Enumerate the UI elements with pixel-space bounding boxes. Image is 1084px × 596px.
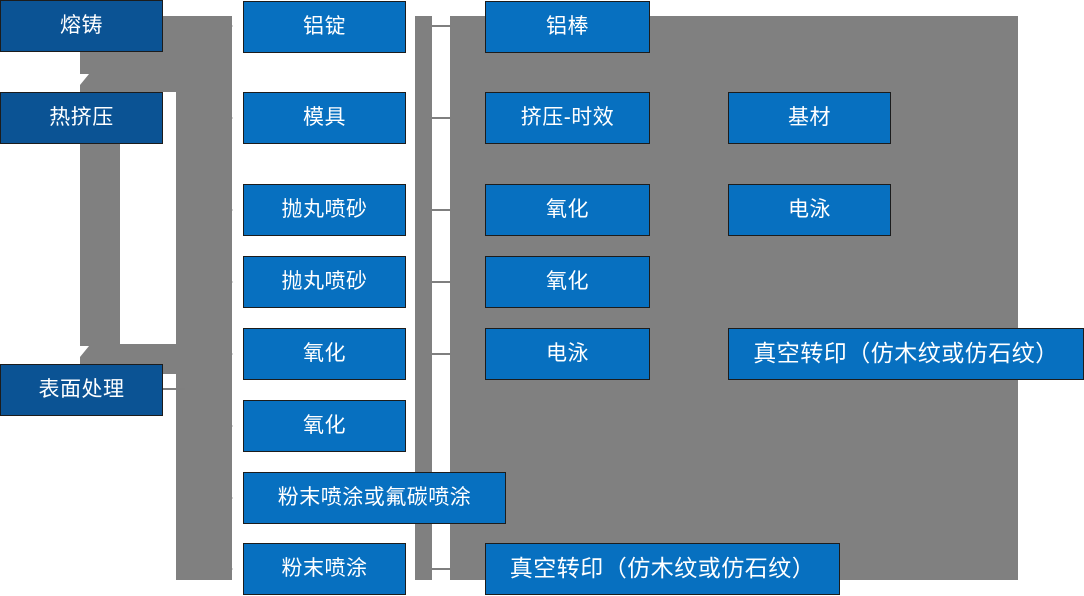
fan-arrow-7	[222, 491, 233, 505]
left-trunk-vertical	[176, 16, 232, 580]
input-box-aluminum-ingot[interactable]: 铝锭	[243, 1, 406, 53]
process-box-electrophoresis[interactable]: 电泳	[485, 328, 650, 380]
fan-arrow-4	[222, 275, 233, 289]
input-box-powder-coating[interactable]: 粉末喷涂	[243, 543, 406, 595]
output-box-vacuum-transfer-printing[interactable]: 真空转印（仿木纹或仿石纹）	[728, 328, 1084, 380]
output-arrow-electrophoresis	[706, 204, 715, 216]
input-box-oxidation-2[interactable]: 氧化	[243, 400, 406, 452]
surface-treatment-stub	[163, 388, 185, 390]
fan-arrow-2	[222, 111, 233, 125]
mid-tick-3	[432, 209, 451, 211]
fan-arrow-6	[222, 419, 233, 433]
input-box-powder-or-fluorocarbon-coating[interactable]: 粉末喷涂或氟碳喷涂	[243, 472, 506, 524]
mid-tick-4	[432, 281, 451, 283]
output-box-electrophoresis[interactable]: 电泳	[728, 184, 891, 236]
process-box-vacuum-transfer-printing[interactable]: 真空转印（仿木纹或仿石纹）	[485, 543, 840, 595]
output-box-substrate[interactable]: 基材	[728, 92, 891, 144]
process-box-extrusion-aging[interactable]: 挤压-时效	[485, 92, 650, 144]
mid-tick-1	[432, 25, 451, 27]
output-arrow-substrate	[706, 112, 715, 124]
fan-arrow-1	[222, 19, 233, 33]
stage-box-hot-extrusion[interactable]: 热挤压	[0, 92, 163, 144]
fan-arrow-5	[222, 347, 233, 361]
input-box-shot-blasting-2[interactable]: 抛丸喷砂	[243, 256, 406, 308]
stage-box-melting-casting[interactable]: 熔铸	[0, 0, 163, 52]
mid-tick-2	[432, 117, 451, 119]
down-arrow-notch-hot-extrusion	[71, 74, 89, 85]
mid-rail-narrow	[415, 16, 432, 580]
process-box-oxidation-2[interactable]: 氧化	[485, 256, 650, 308]
input-box-oxidation-1[interactable]: 氧化	[243, 328, 406, 380]
input-box-mold[interactable]: 模具	[243, 92, 406, 144]
input-box-shot-blasting-1[interactable]: 抛丸喷砂	[243, 184, 406, 236]
process-box-oxidation-1[interactable]: 氧化	[485, 184, 650, 236]
down-arrow-notch-surface-treatment	[71, 346, 89, 357]
output-arrow-vacuum-transfer	[706, 348, 715, 360]
mid-tick-6	[432, 568, 451, 570]
fan-arrow-8	[222, 562, 233, 576]
process-box-aluminum-bar[interactable]: 铝棒	[485, 1, 650, 53]
stage-box-surface-treatment[interactable]: 表面处理	[0, 364, 163, 416]
fan-arrow-3	[222, 203, 233, 217]
mid-tick-5	[432, 353, 451, 355]
